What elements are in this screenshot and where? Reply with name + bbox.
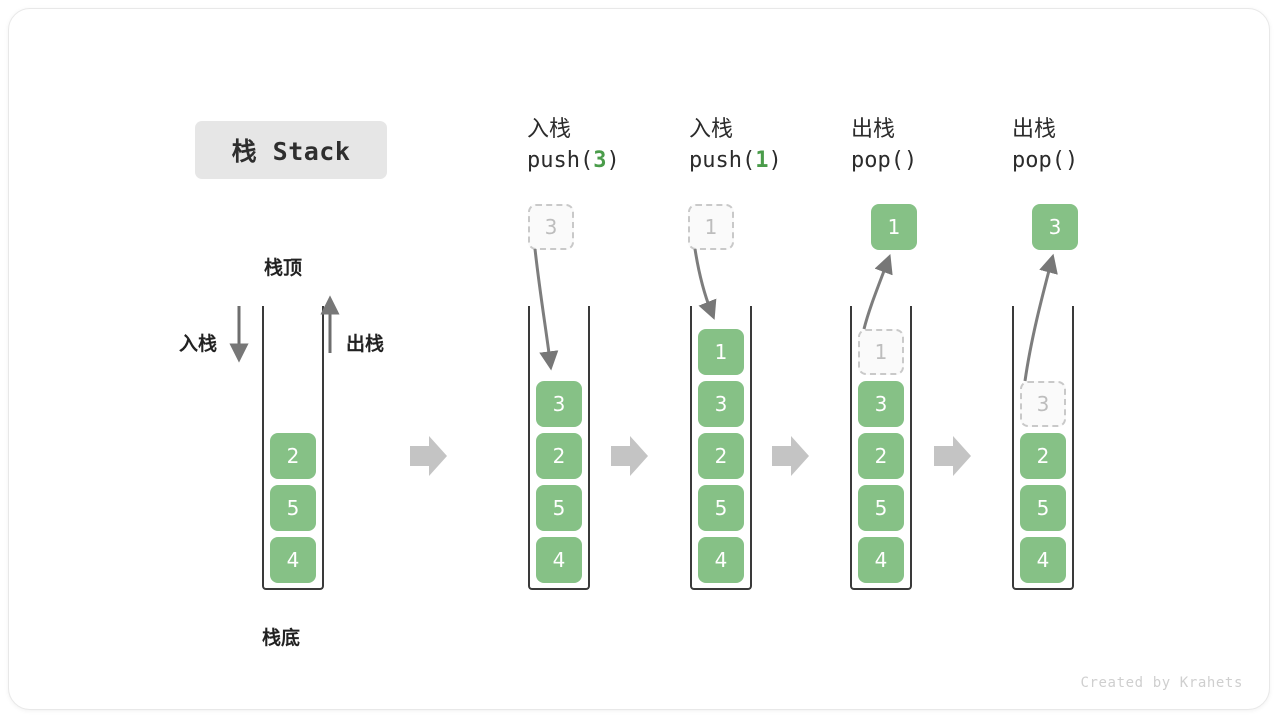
- stack-container-pop-2: [1012, 306, 1074, 590]
- stack-cell: 4: [1020, 537, 1066, 583]
- code-suffix: ): [1064, 148, 1079, 173]
- stack-cell: 2: [698, 433, 744, 479]
- step-heading-pop-2: 出栈 pop(): [1012, 115, 1212, 177]
- code-suffix: ): [606, 148, 620, 173]
- watermark-credit: Created by Krahets: [1080, 675, 1243, 691]
- stack-cell: 2: [858, 433, 904, 479]
- code-suffix: ): [903, 148, 918, 173]
- stack-cell: 5: [698, 485, 744, 531]
- diagram-card: 栈 Stack 栈顶 栈底 入栈 出栈 2 5 4 入栈 push(3) 3 3…: [8, 8, 1270, 710]
- stack-container-pop-1: [850, 306, 912, 590]
- stack-cell: 5: [858, 485, 904, 531]
- stack-top-label: 栈顶: [264, 257, 303, 279]
- incoming-value-ghost: 3: [528, 204, 574, 250]
- incoming-value-ghost: 1: [688, 204, 734, 250]
- stack-cell: 4: [270, 537, 316, 583]
- code-prefix: pop(: [1012, 148, 1065, 173]
- stack-cell: 2: [270, 433, 316, 479]
- stack-cell: 2: [1020, 433, 1066, 479]
- stack-bottom-label: 栈底: [262, 627, 301, 649]
- pop-direction-label: 出栈: [346, 333, 385, 355]
- step-heading-code: push(3): [527, 145, 727, 177]
- stack-cell: 4: [858, 537, 904, 583]
- step-heading-code: push(1): [689, 145, 889, 177]
- step-heading-cn: 出栈: [1012, 117, 1057, 142]
- removed-value-ghost: 1: [858, 329, 904, 375]
- stack-cell: 5: [1020, 485, 1066, 531]
- step-heading-push-3: 入栈 push(3): [527, 115, 727, 177]
- stack-container-initial: [262, 306, 324, 590]
- step-separator-arrow: [410, 436, 447, 476]
- push-flow-arrow: [693, 248, 717, 320]
- step-separator-arrow: [611, 436, 648, 476]
- removed-value-ghost: 3: [1020, 381, 1066, 427]
- title-badge: 栈 Stack: [195, 121, 387, 179]
- step-heading-cn: 入栈: [527, 117, 572, 142]
- stack-cell: 1: [698, 329, 744, 375]
- stack-cell: 3: [698, 381, 744, 427]
- code-prefix: push(: [527, 148, 594, 173]
- stack-cell: 5: [270, 485, 316, 531]
- stack-cell: 3: [858, 381, 904, 427]
- title-badge-label: 栈 Stack: [231, 137, 351, 166]
- stack-cell: 4: [536, 537, 582, 583]
- stack-container-push-3: [528, 306, 590, 590]
- stack-cell: 5: [536, 485, 582, 531]
- popped-value: 1: [871, 204, 917, 250]
- push-direction-label: 入栈: [179, 333, 218, 355]
- code-prefix: push(: [689, 148, 756, 173]
- code-suffix: ): [768, 148, 782, 173]
- stack-cell: 4: [698, 537, 744, 583]
- stack-cell: 2: [536, 433, 582, 479]
- popped-value: 3: [1032, 204, 1078, 250]
- step-heading-code: pop(): [851, 145, 1051, 177]
- step-separator-arrow: [772, 436, 809, 476]
- step-heading-cn: 出栈: [851, 117, 896, 142]
- step-heading-code: pop(): [1012, 145, 1212, 177]
- code-prefix: pop(: [851, 148, 904, 173]
- step-heading-cn: 入栈: [689, 117, 734, 142]
- step-heading-push-1: 入栈 push(1): [689, 115, 889, 177]
- step-heading-pop-1: 出栈 pop(): [851, 115, 1051, 177]
- step-separator-arrow: [934, 436, 971, 476]
- stack-cell: 3: [536, 381, 582, 427]
- code-arg: 1: [755, 148, 769, 173]
- code-arg: 3: [593, 148, 607, 173]
- stack-container-push-1: [690, 306, 752, 590]
